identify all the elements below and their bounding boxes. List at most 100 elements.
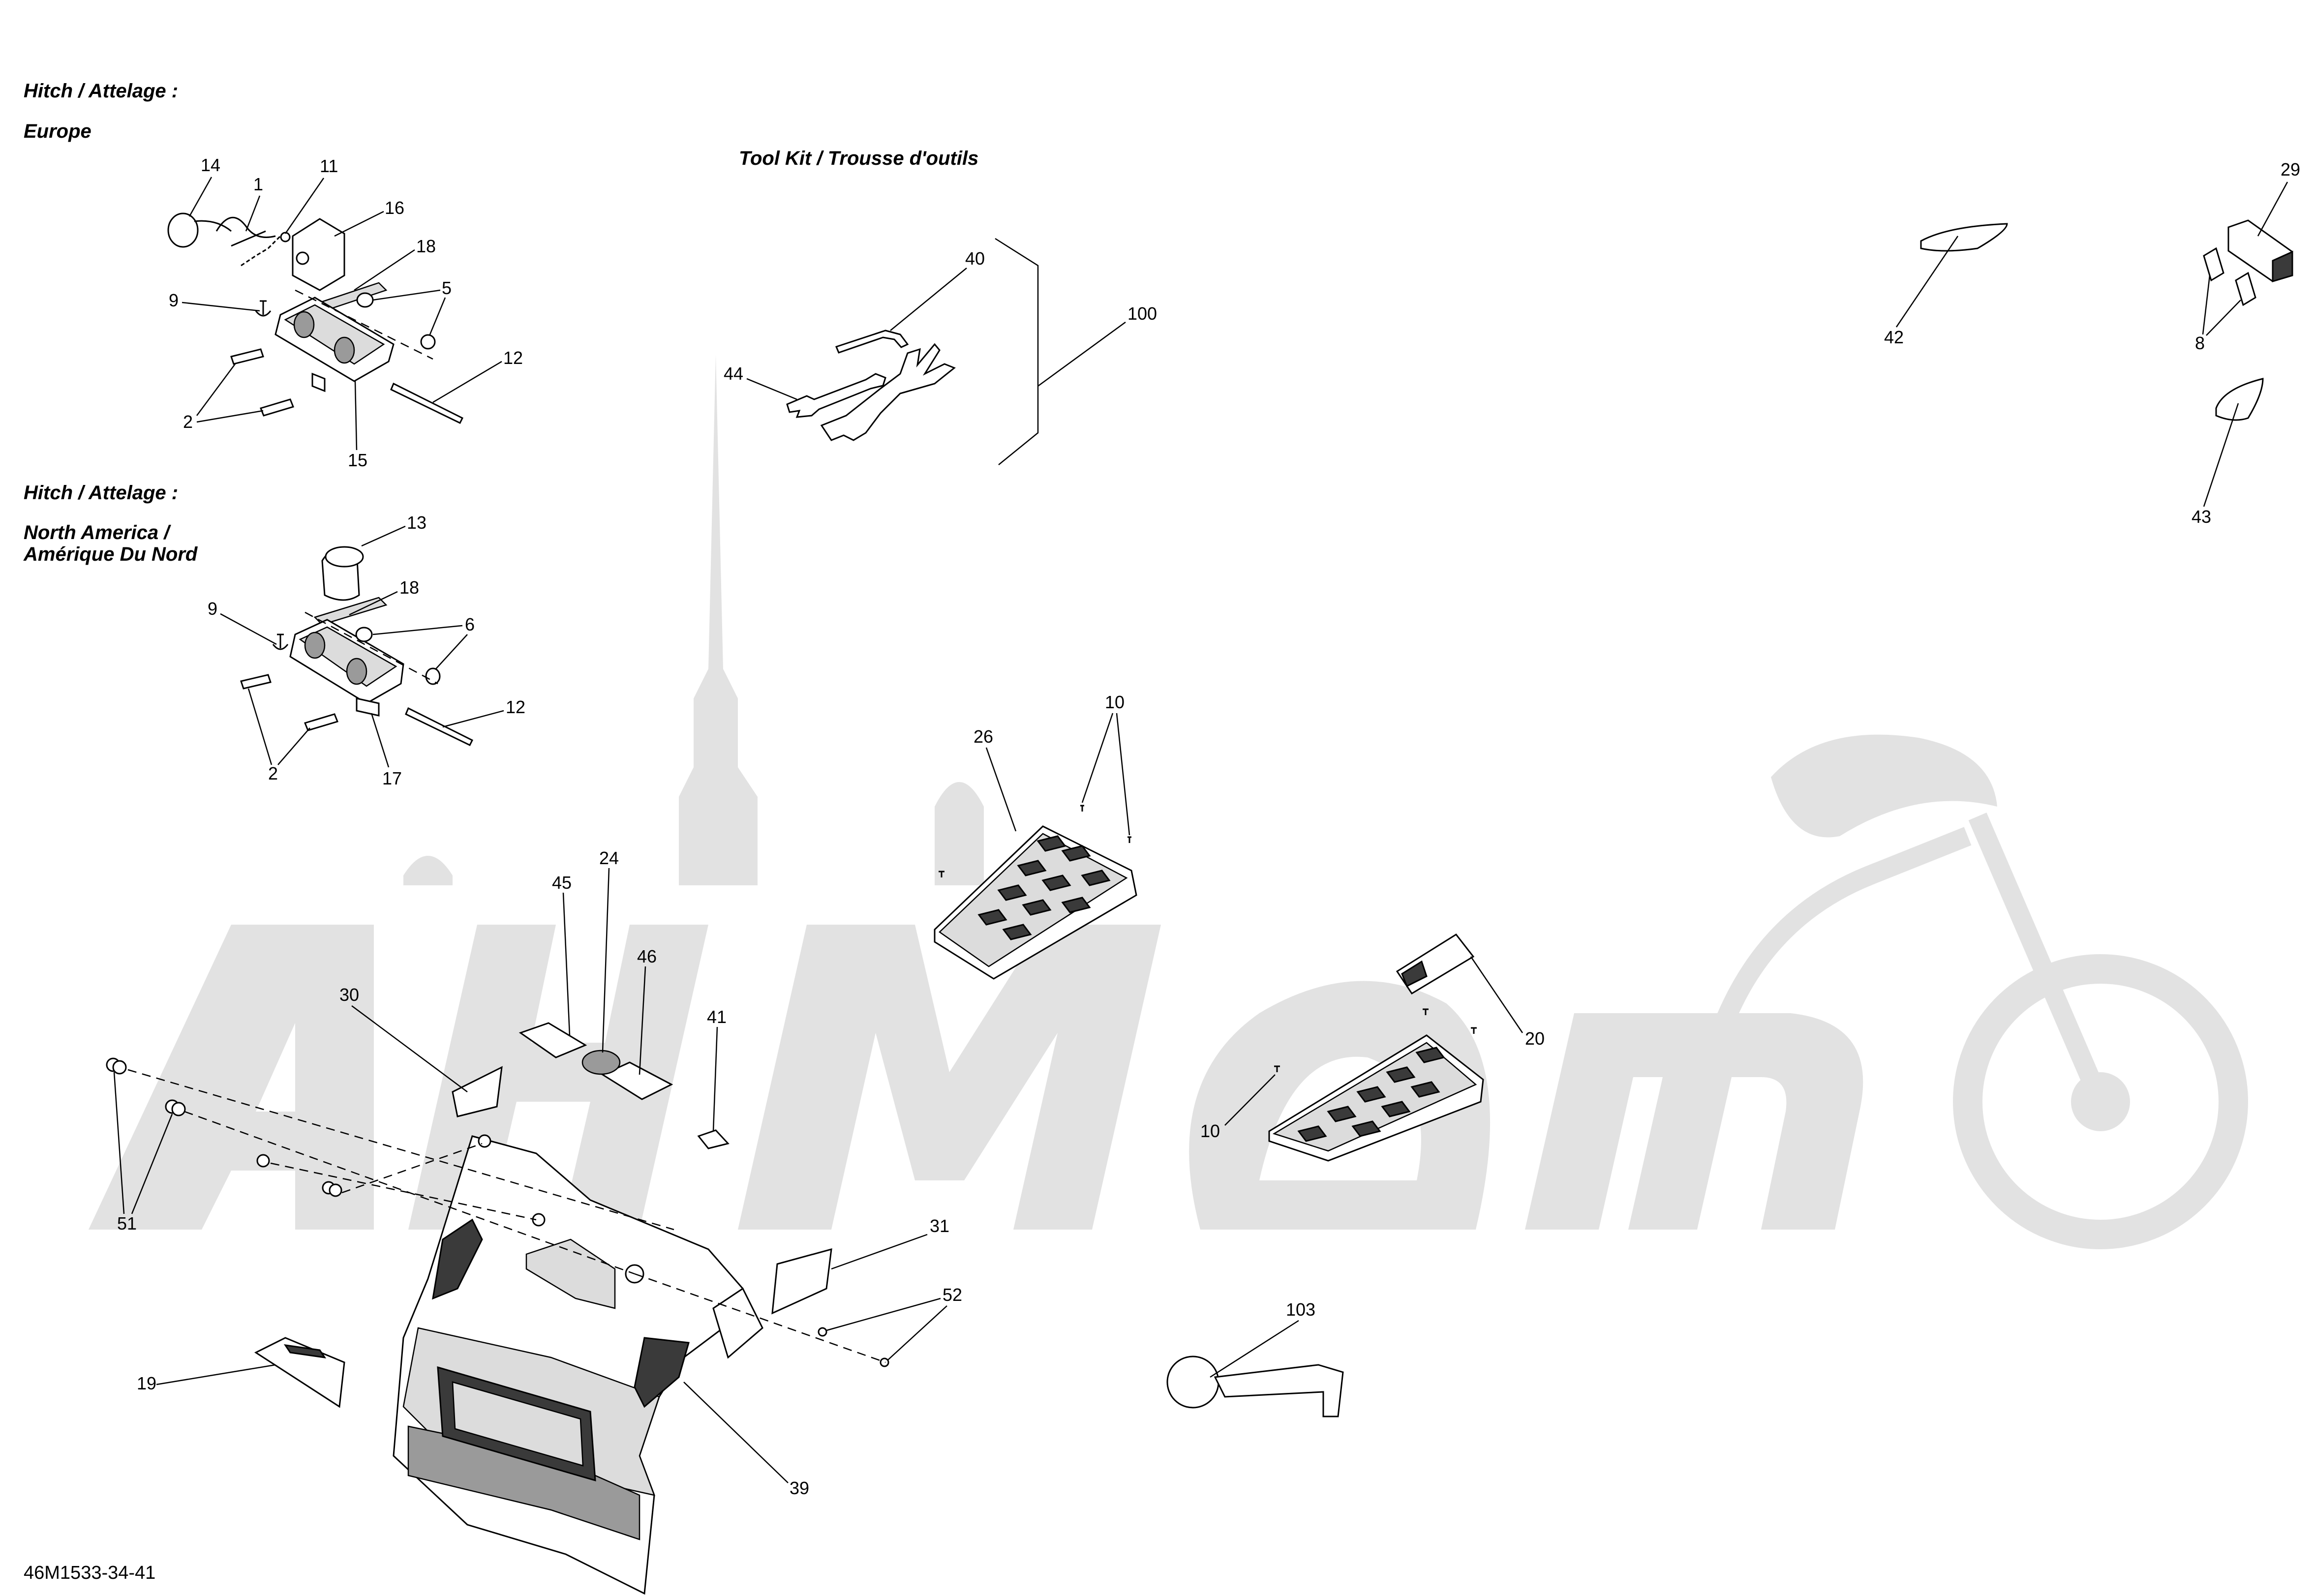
callout-26: 26 xyxy=(974,726,993,747)
callout-19: 19 xyxy=(137,1373,156,1393)
axis-line-na xyxy=(304,611,438,685)
part-18-plate-na xyxy=(313,597,388,626)
callout-43: 43 xyxy=(2192,507,2211,527)
callout-103: 103 xyxy=(1286,1299,1315,1320)
callout-51: 51 xyxy=(117,1213,137,1234)
part-16-hole xyxy=(296,251,309,265)
part-51-nut-d2 xyxy=(329,1183,342,1197)
part-10-screw-c xyxy=(939,871,944,877)
leader-2c xyxy=(247,688,273,765)
part-31-decal xyxy=(771,1248,832,1315)
part-44-wrench xyxy=(786,373,886,418)
watermark-fork xyxy=(1968,813,2110,1106)
leader-30 xyxy=(351,1005,468,1093)
callout-12: 12 xyxy=(503,348,523,368)
leader-20 xyxy=(1470,956,1523,1033)
part-39-mount-a xyxy=(478,1134,491,1148)
running-board-upper-assembly xyxy=(934,805,1137,980)
callout-40: 40 xyxy=(965,248,985,269)
leader-42 xyxy=(1895,236,1959,328)
leader-18-na xyxy=(349,591,398,616)
callout-100: 100 xyxy=(1127,303,1157,324)
assembly-line-3 xyxy=(270,1162,537,1221)
assembly-line-2 xyxy=(184,1111,635,1275)
part-10-screw-e xyxy=(1471,1027,1477,1034)
callout-10-lower: 10 xyxy=(1200,1121,1220,1141)
part-19-decal-stripe xyxy=(283,1344,327,1358)
part-12-long-pin-na xyxy=(405,707,474,746)
part-5-nut xyxy=(356,292,374,308)
callout-20: 20 xyxy=(1525,1028,1545,1049)
callout-24: 24 xyxy=(599,848,619,868)
callout-12-na: 12 xyxy=(506,697,525,717)
callouts-top-right: 42 43 29 8 xyxy=(1884,159,2300,527)
callout-46: 46 xyxy=(637,946,657,966)
part-2-bolt-d xyxy=(304,713,339,731)
part-15-hitch-body xyxy=(274,297,395,392)
callout-39: 39 xyxy=(790,1478,809,1498)
callout-5: 5 xyxy=(442,278,452,298)
leader-1 xyxy=(245,195,261,232)
leader-12 xyxy=(432,361,502,403)
callout-52: 52 xyxy=(943,1285,962,1305)
callouts-europe: 14 1 11 16 18 5 9 12 2 15 xyxy=(169,155,523,470)
part-10-screw-a xyxy=(1080,805,1084,812)
part-9-anchor xyxy=(255,300,272,317)
part-39-hood-assembly xyxy=(393,1134,763,1595)
part-24-emblem xyxy=(581,1050,621,1075)
running-board-lower-assembly xyxy=(1268,934,1484,1162)
leader-43 xyxy=(2203,403,2239,507)
leader-41 xyxy=(712,1026,718,1132)
callout-8: 8 xyxy=(2195,333,2205,353)
part-52-washer-a xyxy=(818,1327,827,1337)
assembly-line-1 xyxy=(127,1069,674,1231)
callout-2-na: 2 xyxy=(268,763,278,783)
callout-42: 42 xyxy=(1884,327,1904,347)
callouts-north-america: 13 18 6 9 12 2 17 xyxy=(208,512,525,788)
part-5-washer xyxy=(420,334,436,350)
leader-52a xyxy=(826,1297,941,1331)
part-11-chain xyxy=(241,235,281,267)
hood-decals xyxy=(254,1022,832,1408)
part-52-washer-b xyxy=(880,1357,889,1367)
leader-51b xyxy=(131,1114,173,1214)
callout-29: 29 xyxy=(2281,159,2300,180)
part-29-housing xyxy=(2227,219,2293,283)
fastener-hardware xyxy=(106,1057,889,1367)
hitch-europe-assembly xyxy=(167,212,464,424)
leader-8a xyxy=(2202,275,2211,335)
part-40-hex-key xyxy=(835,330,909,354)
leader-18 xyxy=(354,249,415,291)
caption-europe: Europe xyxy=(24,120,91,142)
callouts-running-boards: 26 10 20 10 xyxy=(974,692,1545,1141)
watermark-letter-3 xyxy=(738,925,1161,1230)
axis-line-europe xyxy=(295,289,433,360)
leader-16 xyxy=(334,211,384,237)
part-51-nut-b2 xyxy=(171,1102,186,1116)
part-51-nut-a2 xyxy=(112,1060,127,1075)
callout-41: 41 xyxy=(707,1007,727,1027)
part-103-mirror xyxy=(1166,1355,1344,1417)
caption-hitch-europe: Hitch / Attelage : xyxy=(24,80,178,102)
part-10-screw-f xyxy=(1274,1065,1280,1072)
part-26-running-board-lower xyxy=(1268,1034,1484,1162)
part-20-label xyxy=(1401,960,1428,988)
top-right-parts xyxy=(1920,219,2293,421)
part-26-running-board xyxy=(934,825,1137,980)
leader-29 xyxy=(2257,181,2288,237)
leader-45 xyxy=(562,892,571,1036)
leader-2d xyxy=(277,727,310,765)
leader-51a xyxy=(113,1072,125,1214)
callout-6: 6 xyxy=(465,614,475,634)
part-14-pin-knob xyxy=(167,212,232,248)
tool-kit-assembly xyxy=(786,238,1039,465)
leader-2a xyxy=(196,363,236,416)
leader-31 xyxy=(831,1234,928,1270)
part-41-clip xyxy=(697,1129,730,1149)
part-9-anchor-na xyxy=(272,633,289,650)
callout-14: 14 xyxy=(201,155,220,175)
callout-15: 15 xyxy=(348,450,367,470)
callout-45: 45 xyxy=(552,873,572,893)
part-11-ring xyxy=(280,232,291,242)
watermark xyxy=(89,354,2248,1249)
